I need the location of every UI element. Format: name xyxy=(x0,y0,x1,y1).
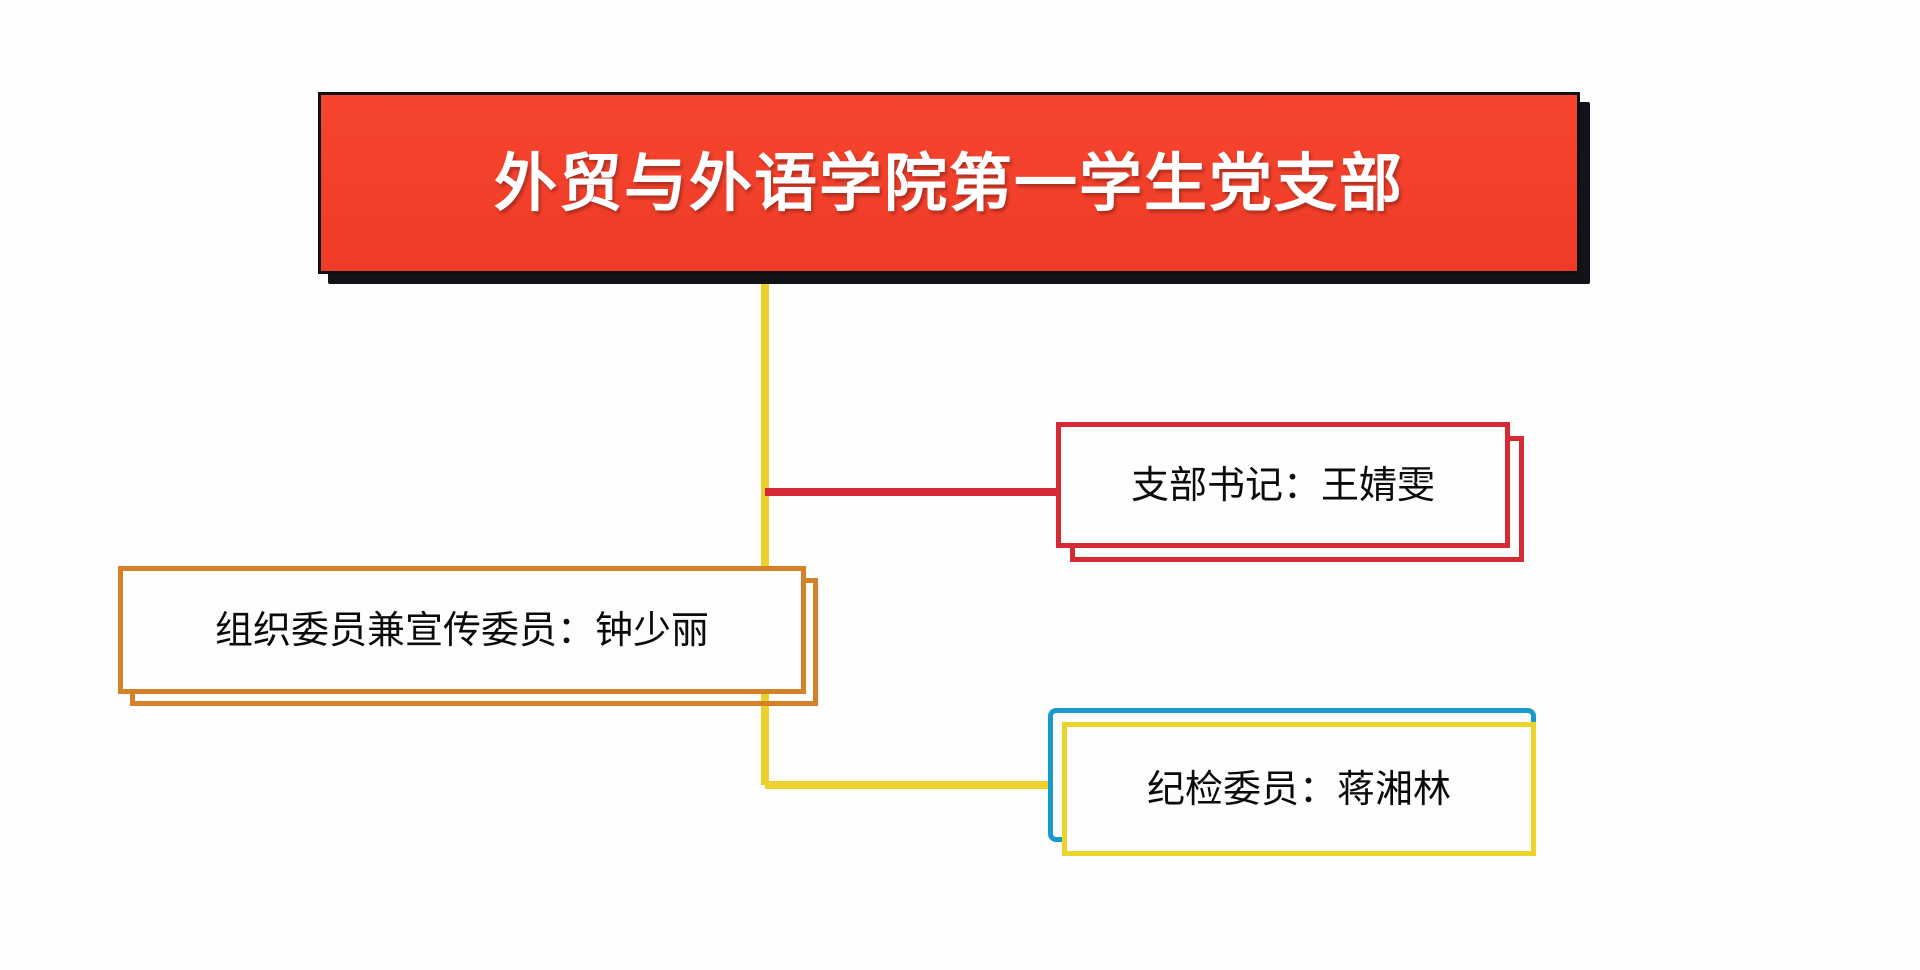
node-discipline-inspection[interactable]: 纪检委员：蒋湘林 xyxy=(1048,708,1536,856)
root-node-face: 外贸与外语学院第一学生党支部 xyxy=(318,92,1580,274)
node-organization-propaganda[interactable]: 组织委员兼宣传委员：钟少丽 xyxy=(118,566,818,706)
node-organization-label: 组织委员兼宣传委员：钟少丽 xyxy=(214,608,709,652)
root-node-party-branch[interactable]: 外贸与外语学院第一学生党支部 xyxy=(318,92,1590,284)
node-secretary[interactable]: 支部书记：王婧雯 xyxy=(1056,422,1524,562)
node-discipline-label: 纪检委员：蒋湘林 xyxy=(1146,767,1451,811)
node-secretary-label: 支部书记：王婧雯 xyxy=(1130,463,1435,507)
node-secretary-card: 支部书记：王婧雯 xyxy=(1056,422,1510,548)
root-node-title: 外贸与外语学院第一学生党支部 xyxy=(494,146,1404,220)
node-discipline-card: 纪检委员：蒋湘林 xyxy=(1062,722,1536,856)
node-organization-card: 组织委员兼宣传委员：钟少丽 xyxy=(118,566,806,694)
